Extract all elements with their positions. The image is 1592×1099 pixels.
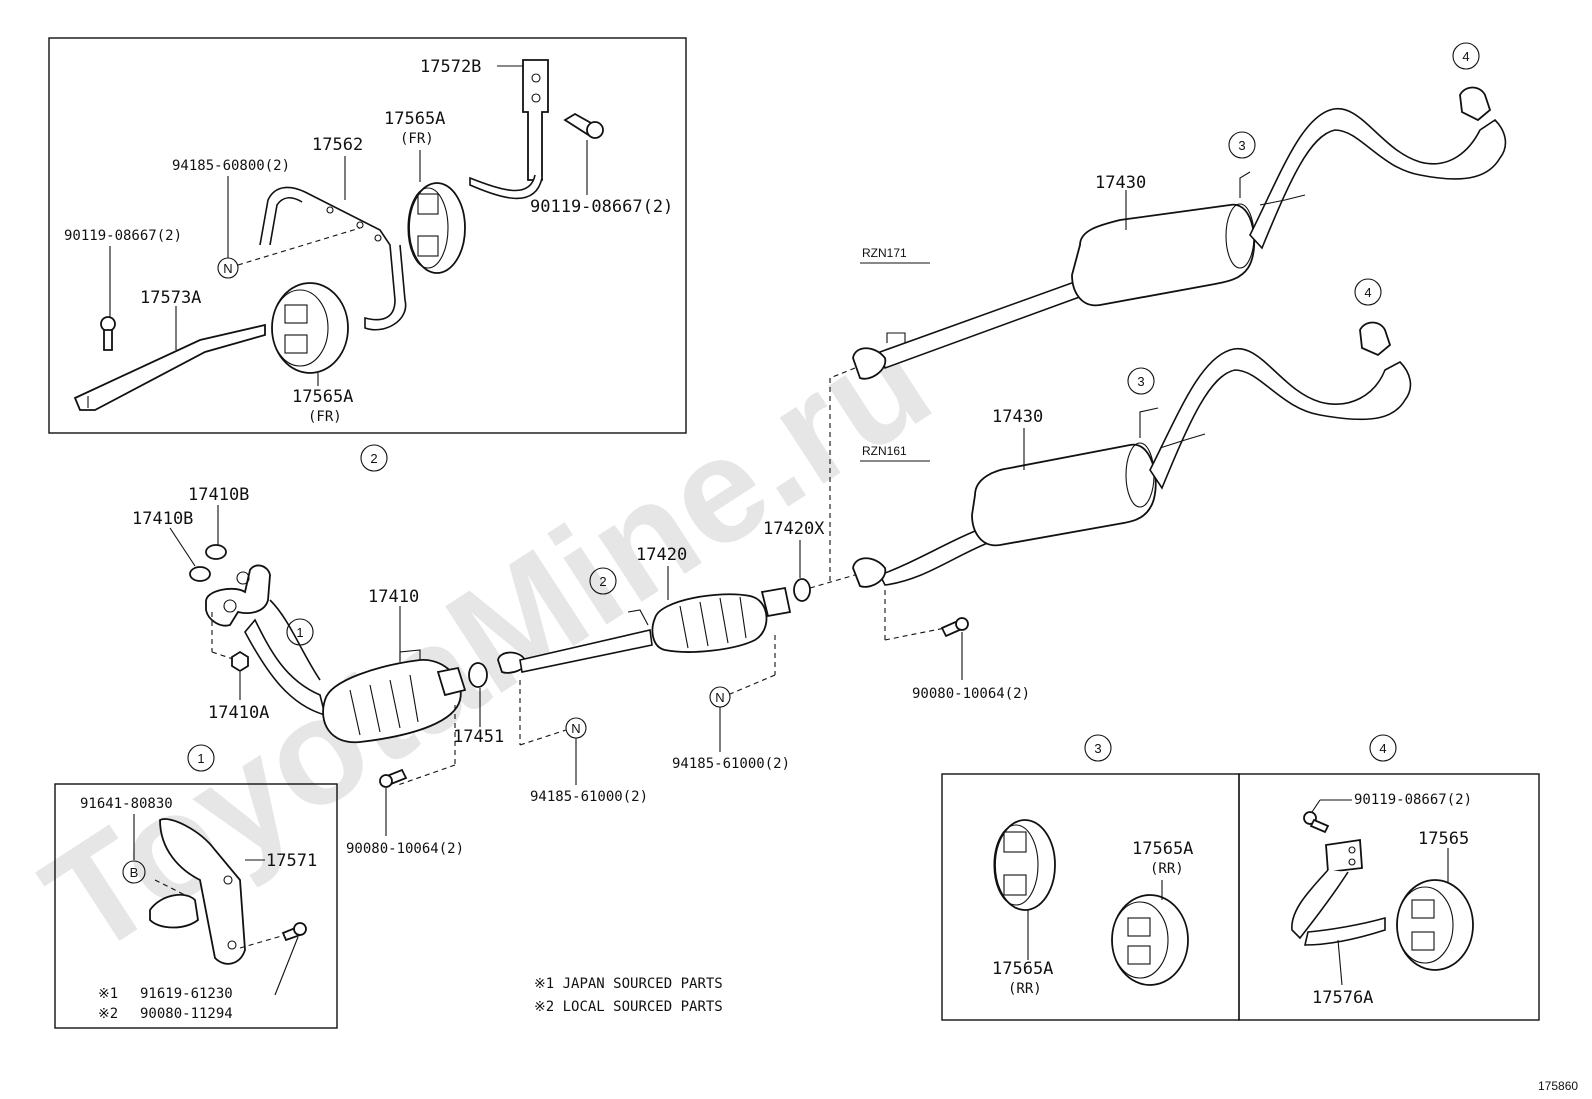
note-japan-sourced: ※1 JAPAN SOURCED PARTS xyxy=(534,976,723,992)
label-17576A: 17576A xyxy=(1312,988,1373,1008)
label-rzn171: RZN171 xyxy=(862,246,907,260)
callout-3-mid: 3 xyxy=(1137,374,1144,389)
label-rr-left: (RR) xyxy=(1008,981,1042,997)
detail-box-1 xyxy=(54,783,338,1029)
label-17410: 17410 xyxy=(368,587,419,607)
label-17430-bot: 17430 xyxy=(992,407,1043,427)
callout-4-box: 4 xyxy=(1379,741,1386,756)
gasket-17420X xyxy=(793,578,811,602)
center-pipe-17420 xyxy=(497,586,792,674)
bracket-17571 xyxy=(149,818,246,965)
nut-callout-n: N xyxy=(571,721,580,736)
nut-callout-n: N xyxy=(223,261,232,276)
gasket-17410B xyxy=(189,544,227,582)
bolt-icon xyxy=(100,316,116,351)
rubber-mount-17565 xyxy=(1396,879,1474,971)
bolt-icon xyxy=(1303,811,1330,834)
hanger-bracket-17572B xyxy=(469,59,549,200)
label-17572B: 17572B xyxy=(420,57,481,77)
callout-2-main: 2 xyxy=(599,574,606,589)
tailpipe-rzn171 xyxy=(852,86,1507,380)
label-rzn161: RZN161 xyxy=(862,444,907,458)
hanger-17562 xyxy=(259,186,407,331)
label-17573A: 17573A xyxy=(140,288,201,308)
label-17571: 17571 xyxy=(266,851,317,871)
label-91619-61230: 91619-61230 xyxy=(140,986,233,1002)
detail-box-2 xyxy=(48,37,687,434)
label-17410A: 17410A xyxy=(208,703,269,723)
nut-17410A xyxy=(231,650,249,673)
note-mark-2: ※2 xyxy=(98,1006,118,1022)
label-rr-right: (RR) xyxy=(1150,861,1184,877)
label-fr-top: (FR) xyxy=(400,131,434,147)
callout-1-box: 1 xyxy=(197,751,204,766)
label-90080-10064-left: 90080-10064(2) xyxy=(346,841,464,857)
callout-4-top: 4 xyxy=(1462,49,1469,64)
label-17410B-a: 17410B xyxy=(132,509,193,529)
rubber-mount-17565A-top xyxy=(407,182,466,274)
label-17430-top: 17430 xyxy=(1095,173,1146,193)
hanger-17576A xyxy=(1291,838,1386,946)
figure-id: 175860 xyxy=(1538,1079,1578,1093)
bolt-icon xyxy=(563,112,604,139)
label-90080-11294: 90080-11294 xyxy=(140,1006,233,1022)
label-17565A-mid: 17565A xyxy=(292,387,353,407)
hanger-17573A xyxy=(73,323,266,411)
label-17565A-rr-right: 17565A xyxy=(1132,839,1193,859)
label-90119-right: 90119-08667(2) xyxy=(530,197,673,217)
label-17565A-top: 17565A xyxy=(384,109,445,129)
bolt-icon xyxy=(940,617,969,638)
label-fr-mid: (FR) xyxy=(308,409,342,425)
label-94185-61000-left: 94185-61000(2) xyxy=(530,789,648,805)
label-91641-80830: 91641-80830 xyxy=(80,796,173,812)
front-pipe-17410 xyxy=(205,564,467,743)
nut-callout-n: N xyxy=(715,690,724,705)
label-94185-61000-right: 94185-61000(2) xyxy=(672,756,790,772)
label-17565A-rr-left: 17565A xyxy=(992,959,1053,979)
label-17420X: 17420X xyxy=(763,519,825,539)
bolt-callout-b: B xyxy=(130,865,139,880)
watermark: ToyotaMine.ru xyxy=(16,294,958,987)
label-94185-60800: 94185-60800(2) xyxy=(172,158,290,174)
tailpipe-rzn161 xyxy=(852,321,1412,588)
rubber-mount-17565A-rr-left xyxy=(993,819,1056,911)
detail-box-4 xyxy=(1238,773,1540,1021)
callout-3-top: 3 xyxy=(1238,138,1245,153)
gasket-17451 xyxy=(468,662,488,688)
note-local-sourced: ※2 LOCAL SOURCED PARTS xyxy=(534,999,723,1015)
note-mark-1: ※1 xyxy=(98,986,118,1002)
callout-3-box: 3 xyxy=(1094,741,1101,756)
callout-2-box: 2 xyxy=(370,451,377,466)
callout-4-mid: 4 xyxy=(1364,285,1371,300)
bolt-icon xyxy=(379,768,408,788)
label-17420: 17420 xyxy=(636,545,687,565)
rubber-mount-17565A-rr-right xyxy=(1111,894,1189,986)
label-17565: 17565 xyxy=(1418,829,1469,849)
label-17410B-b: 17410B xyxy=(188,485,249,505)
bolt-icon xyxy=(281,922,307,942)
label-17451: 17451 xyxy=(453,727,504,747)
callout-1-main: 1 xyxy=(296,625,303,640)
label-17562: 17562 xyxy=(312,135,363,155)
rubber-mount-17565A-mid xyxy=(271,282,349,374)
label-90119-left: 90119-08667(2) xyxy=(64,228,182,244)
label-90119-box4: 90119-08667(2) xyxy=(1354,792,1472,808)
label-90080-10064-right: 90080-10064(2) xyxy=(912,686,1030,702)
detail-box-3 xyxy=(941,773,1240,1021)
